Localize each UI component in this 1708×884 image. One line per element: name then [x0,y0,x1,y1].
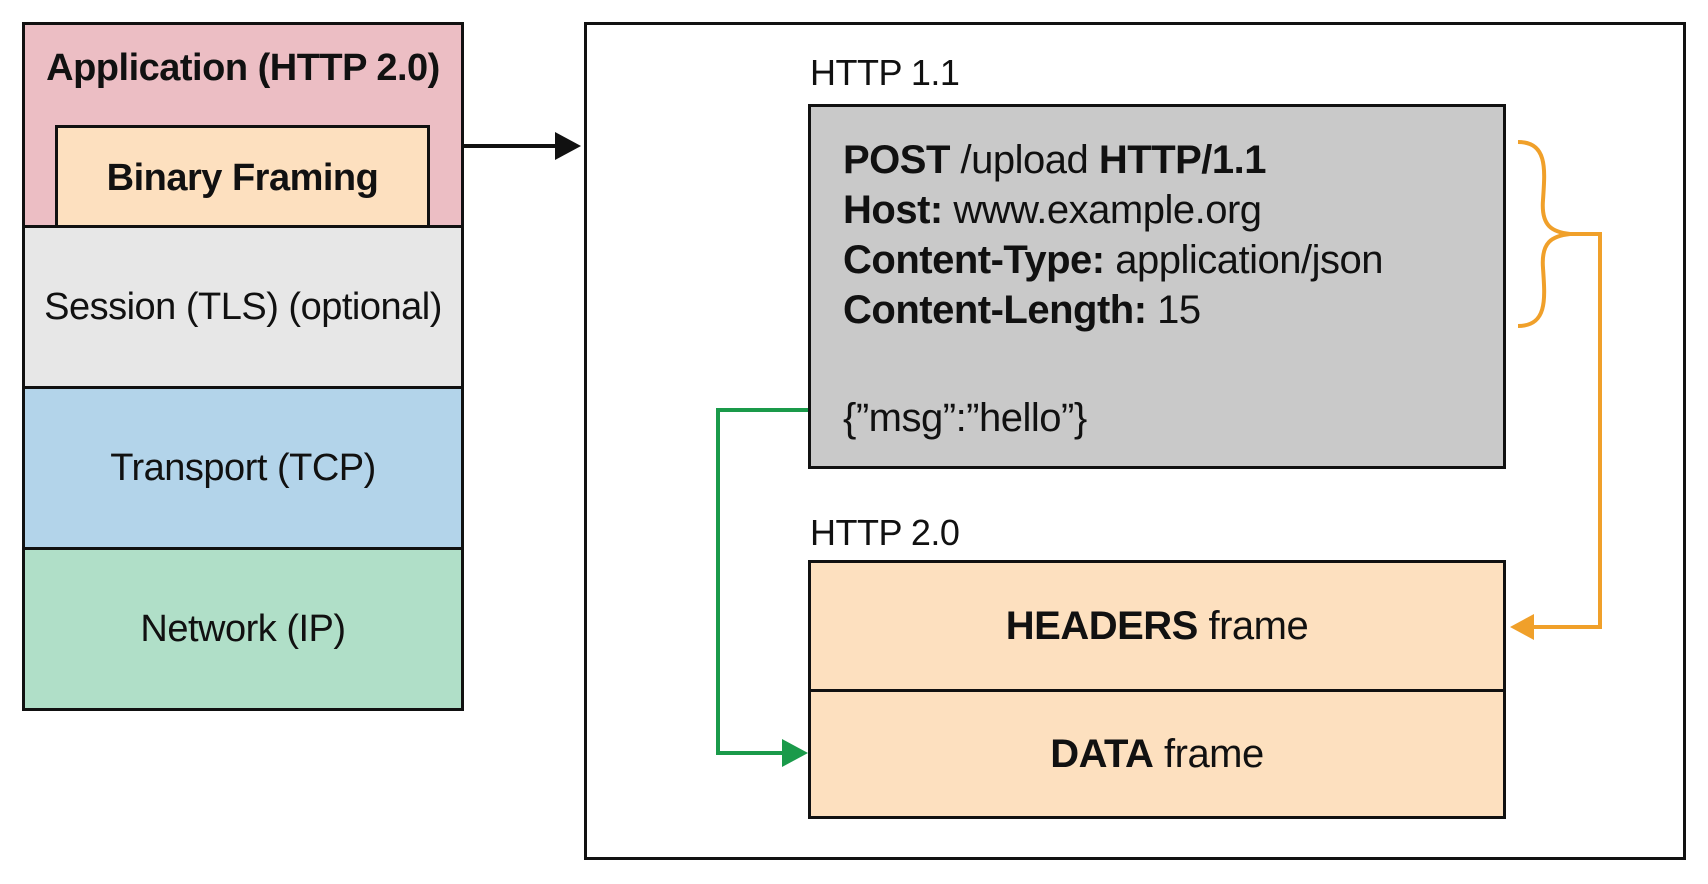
http20-title: HTTP 2.0 [810,512,960,553]
header-name: Content-Type: [843,238,1105,282]
transport-layer: Transport (TCP) [22,386,464,550]
stack-to-detail-arrow [464,132,581,160]
header-value: application/json [1104,238,1383,282]
frame-type: HEADERS [1005,603,1199,648]
network-layer: Network (IP) [22,547,464,711]
header-name: Content-Length: [843,288,1147,332]
network-layer-label: Network (IP) [140,607,346,650]
header-value: 15 [1146,288,1201,332]
session-layer: Session (TLS) (optional) [22,225,464,389]
request-path: /upload [949,138,1099,182]
binary-framing-layer: Binary Framing [55,125,430,228]
session-layer-label: Session (TLS) (optional) [44,285,442,328]
frame-suffix: frame [1153,731,1264,776]
headers-brace-icon [1517,140,1571,328]
frame-type: DATA [1050,731,1154,776]
binary-framing-label: Binary Framing [106,156,379,199]
header-value: www.example.org [942,188,1262,232]
header-name: Host: [843,188,943,232]
header-line-content-type: Content-Type: application/json [843,235,1503,285]
headers-frame: HEADERS frame [808,560,1506,692]
transport-layer-label: Transport (TCP) [110,446,376,489]
data-frame: DATA frame [808,689,1506,819]
http11-title: HTTP 1.1 [810,52,960,93]
http11-message-box: POST /upload HTTP/1.1 Host: www.example.… [808,104,1506,469]
body-mapping-arrow [716,408,808,767]
header-line-content-length: Content-Length: 15 [843,285,1503,335]
detail-panel [584,22,1686,860]
request-method: POST [843,138,950,182]
frame-suffix: frame [1197,603,1309,648]
application-layer-label: Application (HTTP 2.0) [46,47,440,89]
headers-mapping-arrow [1510,232,1602,640]
header-line-host: Host: www.example.org [843,185,1503,235]
request-line: POST /upload HTTP/1.1 [843,135,1503,185]
request-version: HTTP/1.1 [1098,138,1267,182]
message-body: {”msg”:”hello”} [843,396,1087,440]
